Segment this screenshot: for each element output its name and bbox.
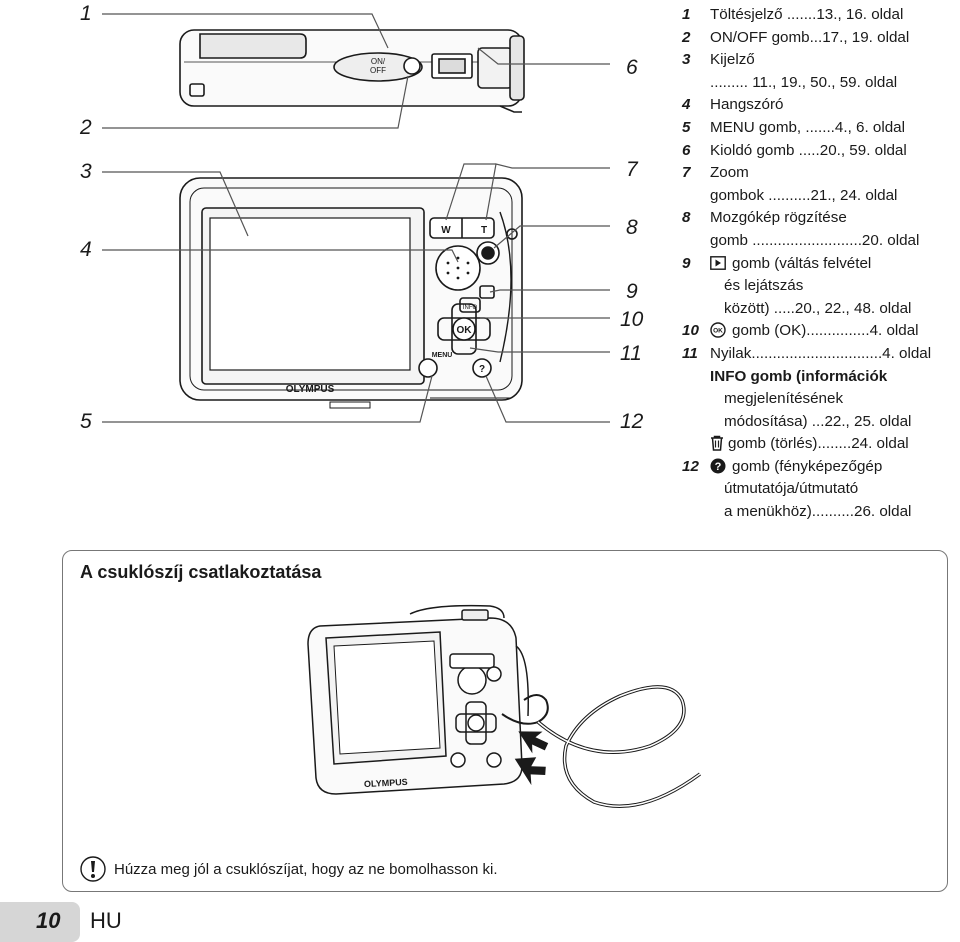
- help-label: ?: [479, 364, 485, 375]
- strap-camera-brand: OLYMPUS: [364, 777, 408, 789]
- info-label: INFO: [463, 305, 478, 311]
- ok-icon: OK: [710, 322, 726, 339]
- legend-sub-trash: gomb (törlés)........24. oldal: [682, 433, 954, 456]
- ok-label: OK: [457, 325, 473, 336]
- legend-item-12: 12?gomb (fényképezőgép: [682, 457, 883, 475]
- camera-top-view: [179, 29, 525, 113]
- callout-1: 1: [80, 2, 92, 25]
- menu-label: MENU: [432, 352, 453, 359]
- callout-2: 2: [80, 116, 92, 139]
- leader-lines: [102, 13, 610, 423]
- legend-item-9-cont-1: és lejátszás: [724, 277, 804, 295]
- zoom-w-label: W: [441, 225, 451, 236]
- callout-4: 4: [80, 238, 92, 261]
- legend-item-9-cont-2: között) .....20., 22., 48. oldal: [724, 299, 912, 317]
- warning-note: Húzza meg jól a csuklószíjat, hogy az ne…: [80, 856, 498, 882]
- warning-icon: [80, 856, 106, 882]
- page-language: HU: [90, 908, 122, 933]
- callout-12: 12: [620, 410, 644, 433]
- legend-item-7-cont: gombok ..........21., 24. oldal: [710, 186, 898, 204]
- playback-icon: [710, 255, 726, 270]
- callout-5: 5: [80, 410, 92, 433]
- trash-icon: [711, 436, 723, 452]
- camera-brand: OLYMPUS: [286, 384, 335, 395]
- legend-item-8-cont: gomb ..........................20. oldal: [710, 231, 920, 249]
- callout-11: 11: [620, 342, 642, 365]
- strap-section-box: [62, 550, 948, 892]
- callout-6: 6: [626, 56, 638, 79]
- camera-diagram: ON/ OFF W T INFO OK MENU ? OLYMPUS: [102, 13, 610, 423]
- callout-9: 9: [626, 280, 638, 303]
- help-icon: ?: [710, 458, 726, 474]
- pull-arrow-icon: [514, 731, 549, 786]
- legend-item-12-cont-1: útmutatója/útmutató: [724, 480, 859, 498]
- strap-illustration: OLYMPUS: [307, 604, 702, 809]
- svg-text:OK: OK: [713, 328, 723, 335]
- onoff-label-2: OFF: [370, 66, 386, 75]
- onoff-label: ON/: [371, 57, 386, 66]
- warning-text: Húzza meg jól a csuklószíjat, hogy az ne…: [114, 860, 498, 878]
- callout-10: 10: [620, 308, 644, 331]
- strap-section-title: A csuklószíj csatlakoztatása: [80, 562, 322, 582]
- callout-3: 3: [80, 160, 92, 183]
- page-number: 10: [36, 908, 61, 933]
- legend-sub-info: INFO gomb (információk: [710, 367, 888, 385]
- zoom-t-label: T: [481, 225, 487, 236]
- camera-back-view: [179, 177, 523, 409]
- callout-8: 8: [626, 216, 638, 239]
- callout-7: 7: [626, 158, 638, 181]
- svg-text:?: ?: [715, 461, 722, 473]
- page-number-tab: [0, 902, 80, 942]
- legend-sub-info-cont-2: módosítása) ...22., 25. oldal: [724, 412, 912, 430]
- legend-item-3-cont: ......... 11., 19., 50., 59. oldal: [710, 73, 898, 91]
- legend-item-12-cont-2: a menükhöz)..........26. oldal: [724, 503, 912, 521]
- legend-sub-info-cont-1: megjelenítésének: [724, 390, 844, 408]
